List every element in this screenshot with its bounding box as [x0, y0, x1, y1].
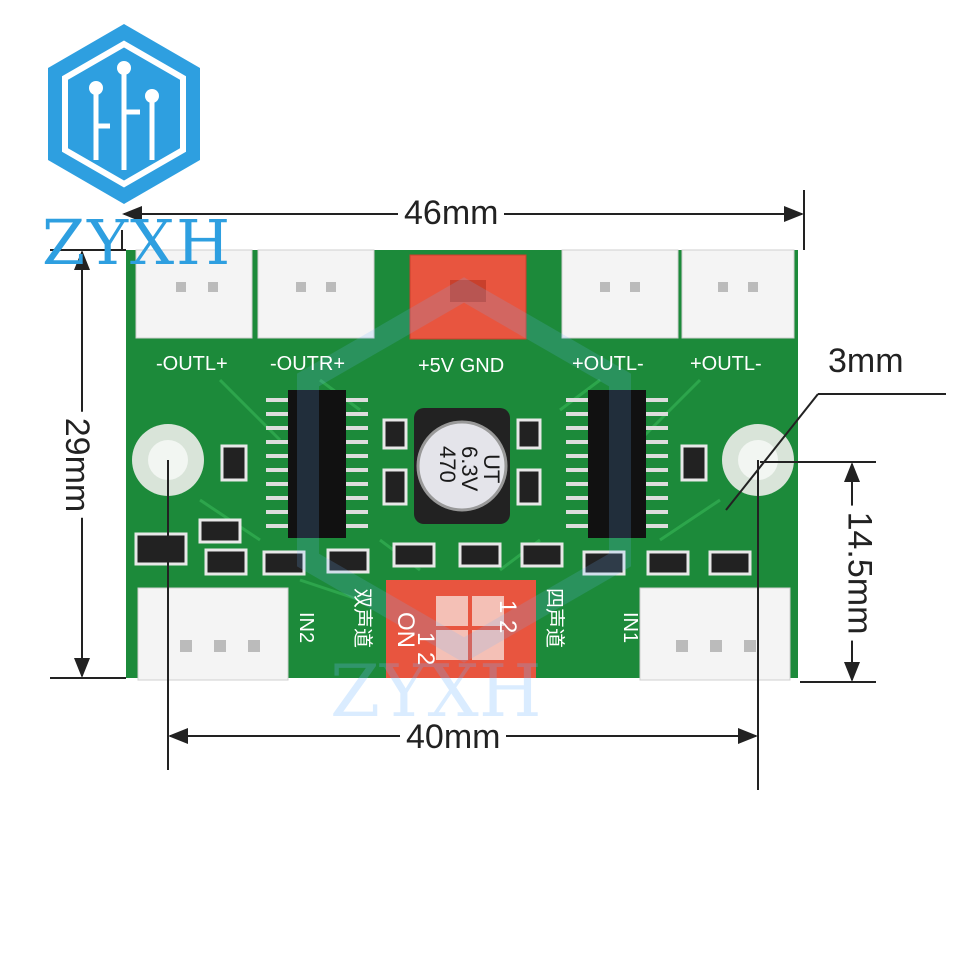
dip-switch[interactable]: [386, 580, 536, 678]
watermark-logo: [297, 277, 631, 663]
capacitor-text: 470 6.3V UT: [435, 446, 504, 492]
label-outl-minus-2: +OUTL-: [690, 353, 762, 375]
capacitor: [414, 408, 510, 524]
amplifier-chip-left: [266, 390, 368, 538]
smd-components: [134, 418, 752, 576]
cap-brand: UT: [479, 454, 504, 483]
hole-diameter-dimension: 3mm: [822, 344, 910, 378]
dip-labels: ON 1 2 1 2: [392, 600, 521, 665]
top-connectors: [135, 249, 795, 340]
amplifier-chip-right: [566, 390, 668, 538]
watermark-text: ZYXH: [330, 649, 542, 733]
dip-numbers-bottom: 1 2: [412, 632, 439, 665]
silkscreen: -OUTL+ -OUTR+ +5V GND +OUTL- +OUTL- IN2 …: [156, 353, 762, 648]
hole-offset-dimension: 14.5mm: [840, 505, 878, 641]
label-stereo: 双声道: [351, 588, 374, 648]
label-in1: IN1: [619, 612, 641, 643]
hole-spacing-dimension: 40mm: [400, 720, 507, 754]
brand-name: ZYXH: [42, 206, 233, 279]
label-outl-minus-1: +OUTL-: [572, 353, 644, 375]
dip-numbers-top: 1 2: [494, 600, 521, 633]
bottom-connectors: [137, 587, 791, 681]
dip-on-label: ON: [392, 612, 419, 648]
width-dimension: 46mm: [398, 196, 505, 230]
label-outl-plus-1: -OUTL+: [156, 353, 228, 375]
dimension-lines: [50, 190, 946, 790]
label-in2: IN2: [295, 612, 317, 643]
height-dimension: 29mm: [58, 411, 96, 519]
logo-icon: [48, 24, 200, 204]
pcb-board: [126, 249, 798, 681]
cap-value: 470: [435, 446, 460, 483]
label-outr-plus: -OUTR+: [270, 353, 345, 375]
cap-voltage: 6.3V: [457, 446, 482, 492]
label-four-channel: 四声道: [543, 588, 566, 648]
label-power: +5V GND: [418, 355, 504, 377]
